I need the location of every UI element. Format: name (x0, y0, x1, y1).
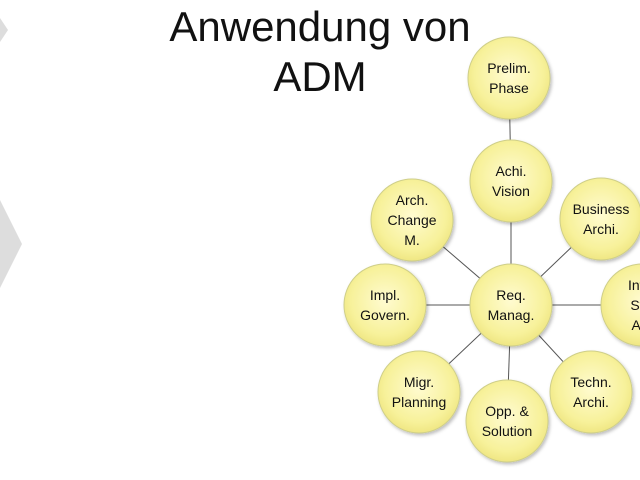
node-label: Business (573, 201, 630, 217)
node-label: Arch. (396, 192, 429, 208)
node-techn: Techn. Archi. (549, 350, 633, 434)
node-label: Archi. (583, 221, 619, 237)
node-label: Prelim. (487, 60, 531, 76)
node-label: Planning (392, 394, 447, 410)
node-circle (549, 350, 633, 434)
node-migr: Migr. Planning (377, 350, 461, 434)
node-infosys: InforSysArc (600, 263, 640, 347)
node-label: Arc (632, 317, 640, 333)
deco-arrow-middle (0, 200, 22, 288)
node-circle (467, 36, 551, 120)
slide-title: Anwendung von ADM (120, 2, 520, 102)
node-label: Vision (492, 183, 530, 199)
node-label: Achi. (495, 163, 526, 179)
node-impl: Impl. Govern. (343, 263, 427, 347)
node-prelim: Prelim. Phase (467, 36, 551, 120)
node-label: Solution (482, 423, 533, 439)
node-label: Techn. (570, 374, 611, 390)
node-label: M. (404, 232, 420, 248)
node-circle (469, 139, 553, 223)
node-circle (377, 350, 461, 434)
title-line-1: Anwendung von (169, 3, 471, 50)
node-label: Manag. (488, 307, 535, 323)
node-opp: Opp. & Solution (465, 379, 549, 463)
deco-arrow-top (0, 18, 8, 42)
node-label: Impl. (370, 287, 400, 303)
node-circle (559, 177, 640, 261)
node-circle (469, 263, 553, 347)
node-label: Infor (628, 277, 640, 293)
node-label: Phase (489, 80, 529, 96)
node-circle (370, 178, 454, 262)
node-label: Govern. (360, 307, 410, 323)
slide-decoration (0, 18, 22, 288)
node-label: Opp. & (485, 403, 529, 419)
node-label: Change (387, 212, 436, 228)
node-label: Archi. (573, 394, 609, 410)
title-line-2: ADM (273, 53, 367, 100)
node-layer: Prelim.PhaseAchi.VisionBusinessArchi.Inf… (343, 36, 640, 463)
node-circle (343, 263, 427, 347)
node-vision: Achi. Vision (469, 139, 553, 223)
node-label: Sys (630, 297, 640, 313)
node-label: Req. (496, 287, 526, 303)
node-circle (465, 379, 549, 463)
node-circle (600, 263, 640, 347)
node-center-req: Req. Manag. (469, 263, 553, 347)
node-label: Migr. (404, 374, 434, 390)
